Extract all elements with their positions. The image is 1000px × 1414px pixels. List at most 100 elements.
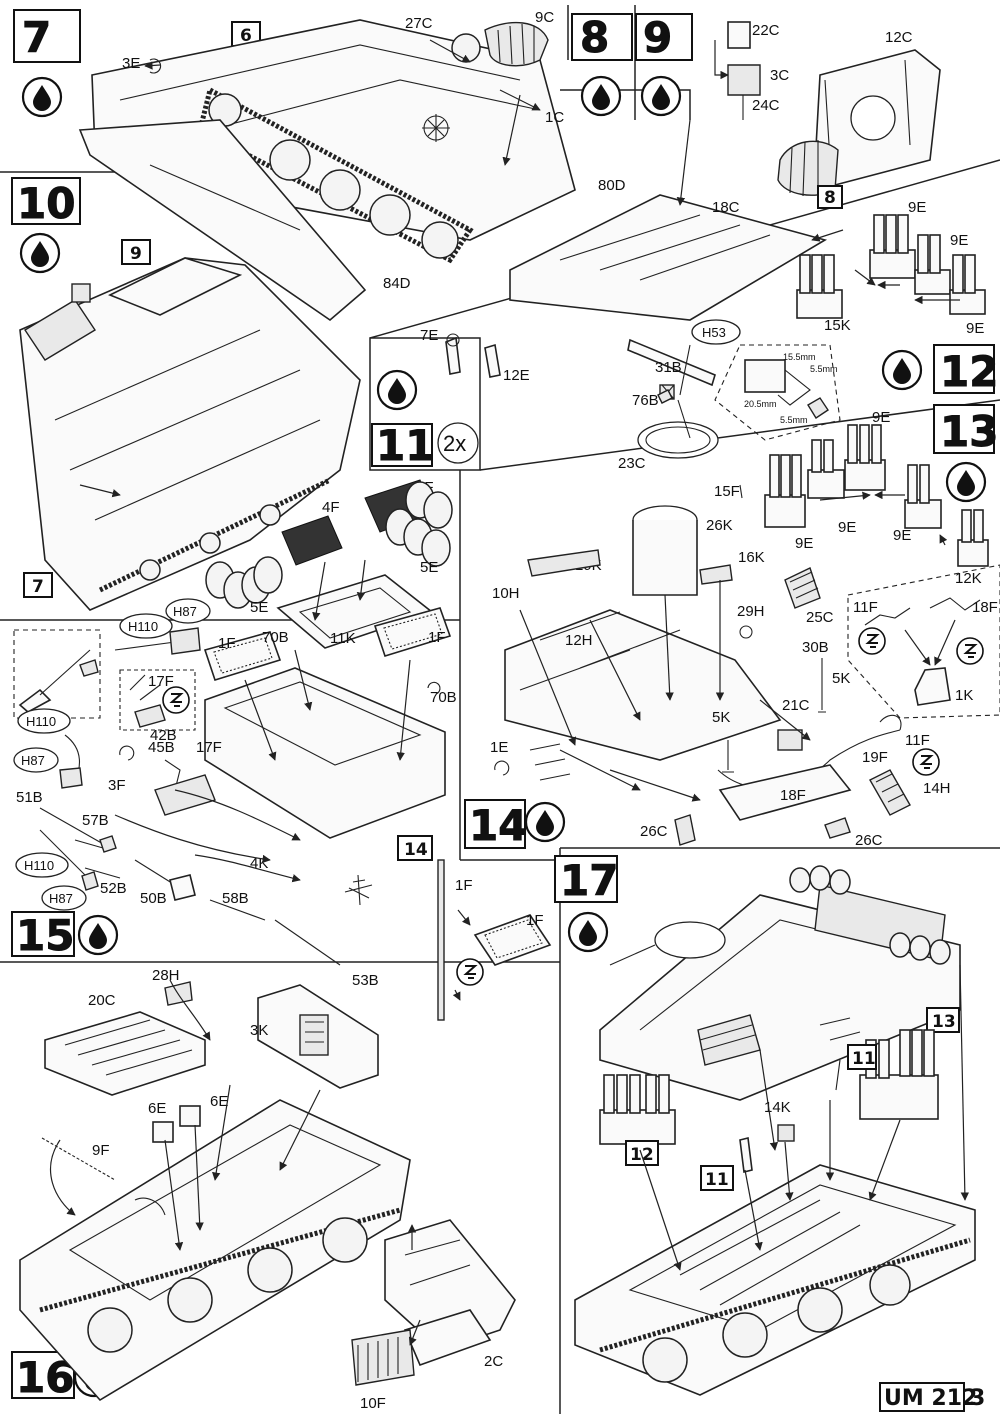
- part-label: 6E: [210, 1093, 228, 1110]
- step-14-number: 14: [469, 801, 527, 850]
- part-label: 18F: [972, 599, 998, 616]
- part-label: 9E: [966, 320, 984, 337]
- part-label: 7: [32, 577, 44, 597]
- part-label: 18C: [712, 199, 740, 216]
- part-label: H53: [702, 325, 726, 340]
- ref-step-6: 6: [240, 26, 252, 46]
- catalog-code: UM 212: [884, 1386, 977, 1411]
- jerrycans-5E-left: [205, 556, 283, 609]
- part-label: 19F: [862, 749, 888, 766]
- hull-lower-17: [574, 1164, 976, 1396]
- part-label: 1K: [955, 687, 973, 704]
- step-16: 16 28H 20C 3K 6E 6E 9F: [11, 967, 516, 1412]
- part-label: 16K: [738, 549, 765, 566]
- part-label: 21C: [782, 697, 810, 714]
- footer: UM 212 3: [879, 1382, 985, 1412]
- part-label: 42B: [150, 727, 177, 744]
- part-label: 20.5mm: [744, 399, 777, 409]
- part-label: 11F: [905, 732, 930, 749]
- part-label: 45B: [148, 739, 175, 756]
- step-10-number: 10: [17, 179, 75, 228]
- part-label: H110: [26, 714, 56, 729]
- part-label: 5.5mm: [780, 415, 808, 425]
- part-label: 11: [852, 1049, 876, 1069]
- part-label: 2C: [484, 1353, 503, 1370]
- floor-20C: [44, 1011, 206, 1096]
- ring-mount-23C: [637, 421, 719, 459]
- part-label: 11K: [330, 630, 356, 647]
- part-label: 52B: [100, 880, 127, 897]
- part-label: 1E: [490, 739, 508, 756]
- part-label: 17F: [148, 673, 174, 690]
- part-label: 80D: [598, 177, 626, 194]
- part-label: 9: [130, 244, 142, 264]
- step-13-number: 13: [940, 407, 998, 456]
- part-label: 3F: [108, 777, 126, 794]
- step-14-upper: 31B 76B 23C 15F H53 15.5mm 5.5mm 20.5mm …: [618, 319, 841, 500]
- part-label: 1F: [218, 635, 236, 652]
- part-label: 15F: [714, 483, 740, 500]
- part-label: 12E: [503, 367, 530, 384]
- part-label: 10H: [492, 585, 520, 602]
- part-label: 9E: [872, 409, 890, 426]
- part-label: 57B: [82, 812, 109, 829]
- part-label: 11F: [853, 599, 878, 616]
- step-15-number: 15: [16, 911, 74, 960]
- part-label: 53B: [352, 972, 379, 989]
- part-label: 9E: [838, 519, 856, 536]
- part-label: 14H: [923, 780, 951, 797]
- jerrycans-5E-right: [385, 481, 453, 567]
- part-label: H110: [128, 619, 158, 634]
- part-label: 25C: [806, 609, 834, 626]
- part-label: 18F: [780, 787, 806, 804]
- hull-side-panel: [19, 257, 361, 611]
- part-label: 14: [404, 840, 428, 860]
- part-label: 12H: [565, 632, 593, 649]
- part-label: 1C: [545, 109, 564, 126]
- part-label: 9F: [92, 1142, 110, 1159]
- part-label: 22C: [752, 22, 780, 39]
- step-11-deck: 4F 4F 5E 5E 11K 1F 1F 70B 70B: [203, 479, 457, 839]
- quantity-2x: 2x: [443, 431, 466, 456]
- part-label: 17F: [196, 739, 222, 756]
- part-label: 5E: [250, 599, 268, 616]
- part-label: 70B: [262, 629, 289, 646]
- glue-drop-icon: [21, 76, 63, 118]
- part-label: 8: [824, 188, 836, 208]
- side-plate-84D: [78, 119, 367, 322]
- part-label: 4F: [322, 499, 340, 516]
- part-label: 9E: [908, 199, 926, 216]
- engine-compartment-box: [204, 667, 446, 839]
- part-label: 11: [705, 1170, 729, 1190]
- step-9-number: 9: [643, 13, 672, 62]
- part-label: H87: [173, 604, 197, 619]
- part-label: 15.5mm: [783, 352, 816, 362]
- part-label: 1F: [526, 912, 544, 929]
- step-12: 12: [881, 344, 999, 397]
- part-label: 58B: [222, 890, 249, 907]
- part-label: 9E: [950, 232, 968, 249]
- step-8-9: 8 9 22C 24C 18C 12C 3C 8: [509, 13, 986, 337]
- part-label: 50B: [140, 890, 167, 907]
- step-14: 14 26K 16K 19K 10H 12H 29H 25C 30B 5K 21…: [464, 505, 1000, 851]
- part-label: 26C: [640, 823, 668, 840]
- part-label: 1F: [428, 629, 446, 646]
- engine-deck-18C: [509, 194, 828, 321]
- step-12-number: 12: [940, 347, 998, 396]
- part-label: 9E: [893, 527, 911, 544]
- part-label: 5.5mm: [810, 364, 838, 374]
- ammo-rack-12: [796, 214, 986, 319]
- step-11: 11 2x 7E 12E: [371, 327, 530, 471]
- step-7-number: 7: [22, 13, 51, 62]
- part-label: 84D: [383, 275, 411, 292]
- part-label: 51B: [16, 789, 43, 806]
- filter-1F-left: [203, 631, 282, 681]
- part-label: 26C: [855, 832, 883, 849]
- step-10: 10 9 7: [11, 177, 361, 611]
- part-label: 1F: [455, 877, 473, 894]
- part-label: 12C: [885, 29, 913, 46]
- fighting-compartment: [504, 609, 782, 761]
- part-label: 30B: [802, 639, 829, 656]
- part-label: H87: [49, 891, 73, 906]
- part-label: 9E: [795, 535, 813, 552]
